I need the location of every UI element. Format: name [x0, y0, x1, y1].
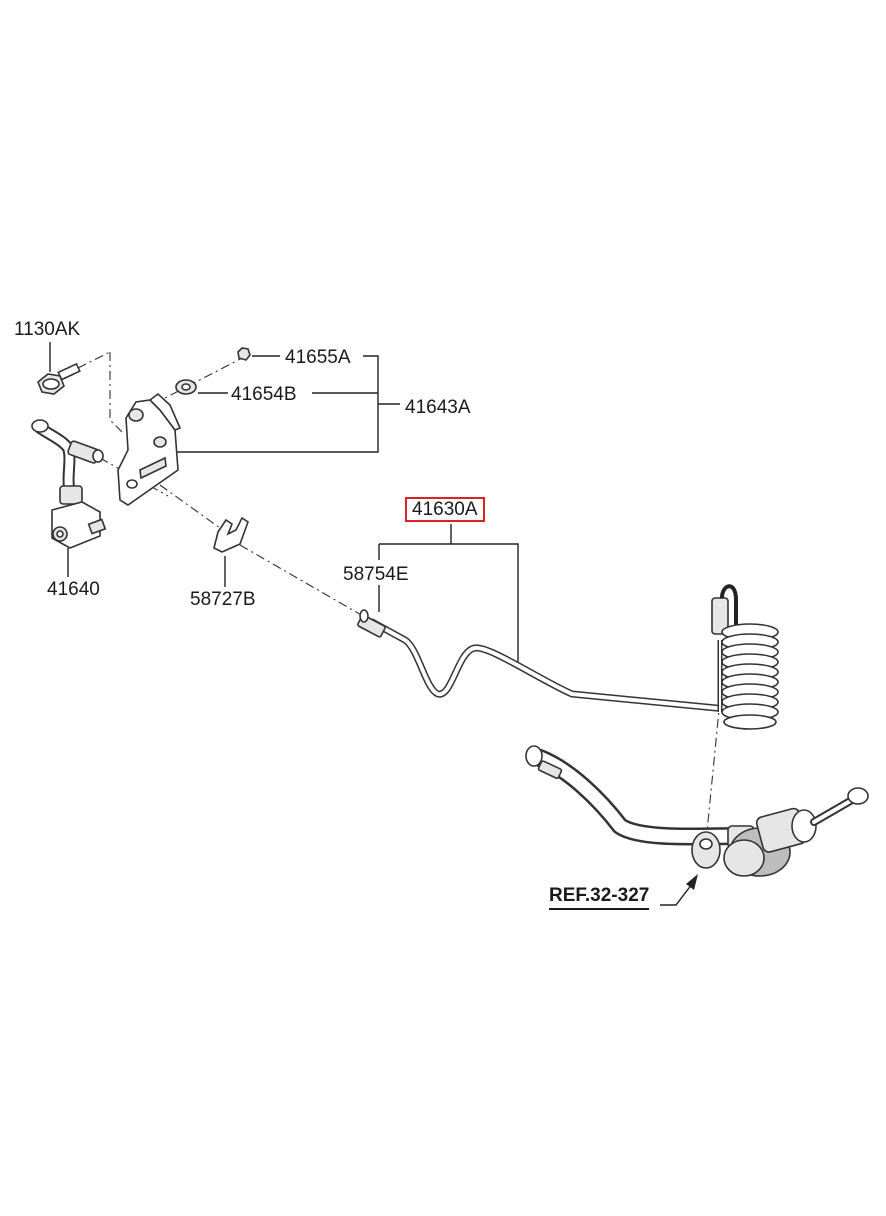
leader-lines	[49, 342, 698, 906]
master-cylinder-41640	[31, 419, 107, 549]
label-41640: 41640	[47, 579, 100, 600]
bolt-1130AK	[37, 362, 81, 395]
clutch-pipe-41630A	[357, 584, 779, 730]
bracket-41643A	[117, 392, 182, 506]
nut-41655A	[237, 347, 251, 361]
label-58727B: 58727B	[190, 589, 256, 610]
label-41654B: 41654B	[231, 384, 297, 405]
label-58754E: 58754E	[343, 564, 409, 585]
label-41630A: 41630A	[405, 497, 485, 522]
label-1130AK: 1130AK	[14, 319, 81, 340]
release-cylinder-ref	[525, 745, 869, 877]
washer-41654B	[175, 379, 197, 395]
label-41643A: 41643A	[405, 397, 471, 418]
pipe-coil	[721, 623, 779, 730]
label-41655A: 41655A	[285, 347, 351, 368]
clip-58727B	[213, 516, 249, 553]
reference-label: REF.32-327	[549, 886, 650, 910]
